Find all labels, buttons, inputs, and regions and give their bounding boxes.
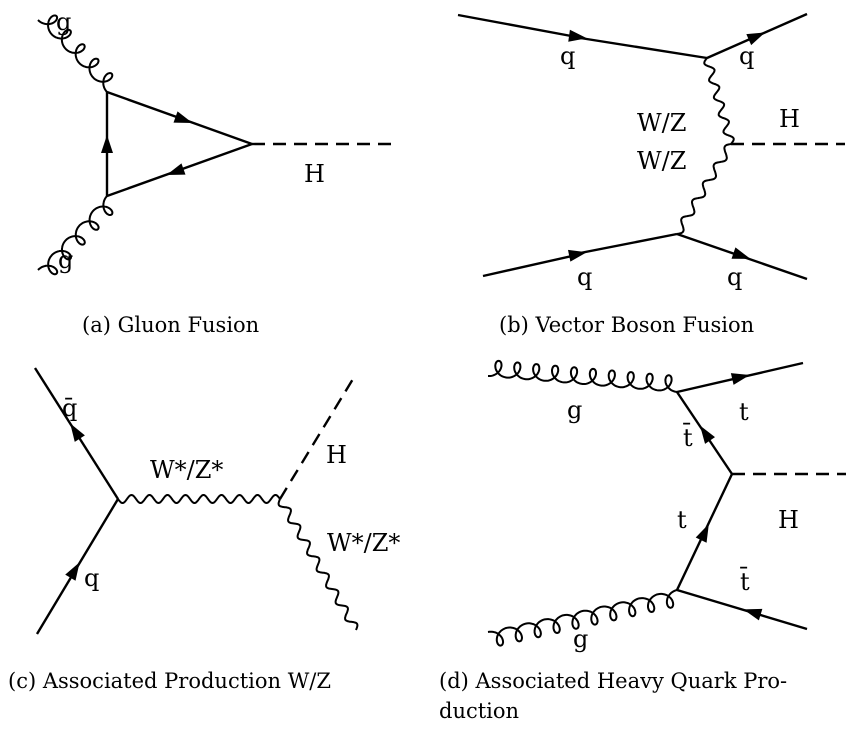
label-gluon-top: g — [56, 8, 71, 36]
quark-in-bottom-a — [482, 252, 582, 278]
caption-a: (a) Gluon Fusion — [82, 313, 259, 337]
arrow-icon — [731, 247, 751, 259]
arrow-icon — [166, 163, 186, 176]
caption-d-line1: (d) Associated Heavy Quark Pro- — [439, 669, 787, 693]
label-gluon-bottom: g — [573, 625, 588, 653]
caption-c: (c) Associated Production W/Z — [8, 669, 331, 693]
arrow-icon — [568, 29, 587, 42]
quark-in-top-a — [457, 13, 583, 40]
label-quark-in-top: q — [560, 42, 575, 70]
label-boson-outgoing: W*/Z* — [327, 529, 400, 557]
panel-vector-boson-fusion: q q W/Z W/Z H q q (b) Vector Boson Fusio… — [457, 12, 845, 337]
label-boson-2: W/Z — [637, 147, 686, 175]
arrow-icon — [695, 523, 709, 543]
label-higgs: H — [326, 441, 347, 469]
gluon-line-bottom — [37, 195, 114, 276]
gluon-line-top — [488, 359, 678, 393]
higgs-line — [278, 373, 358, 500]
panel-gluon-fusion: g g H (a) Gluon Fusion — [37, 8, 398, 337]
arrow-icon — [743, 608, 763, 621]
label-quark-out-top: q — [739, 42, 754, 70]
arrow-icon — [173, 111, 193, 124]
arrow-icon — [746, 32, 766, 46]
label-antiquark: q̄ — [62, 394, 77, 422]
label-top-propagator: t — [677, 506, 687, 534]
arrow-icon — [101, 135, 113, 153]
label-quark-in-bottom: q — [577, 263, 592, 291]
label-higgs: H — [779, 105, 800, 133]
caption-d-line2: duction — [439, 699, 519, 723]
gluon-line-bottom — [487, 589, 678, 647]
caption-b: (b) Vector Boson Fusion — [499, 313, 754, 337]
label-boson-propagator: W*/Z* — [150, 456, 223, 484]
antitop-out — [676, 588, 808, 631]
panel-associated-heavy-quark: g g t̄ t t H t̄ (d) Associated Heavy Qua… — [439, 359, 846, 723]
arrow-icon — [70, 423, 85, 442]
arrow-icon — [65, 562, 80, 581]
label-antitop-out: t̄ — [740, 567, 750, 596]
label-gluon-top: g — [567, 396, 582, 424]
arrow-icon — [567, 249, 587, 262]
arrow-icon — [730, 373, 750, 385]
boson-propagator-upper — [703, 57, 735, 145]
label-higgs: H — [304, 160, 325, 188]
quark-in-top-b — [573, 35, 708, 60]
label-gluon-bottom: g — [58, 246, 73, 274]
label-quark-out-bottom: q — [727, 263, 742, 291]
label-top-out: t — [739, 398, 749, 426]
arrow-icon — [699, 425, 715, 444]
gluon-line-top — [37, 14, 114, 93]
label-higgs: H — [778, 506, 799, 534]
panel-associated-production-wz: q̄ q W*/Z* H W*/Z* (c) Associated Produc… — [8, 367, 400, 693]
label-boson-1: W/Z — [637, 109, 686, 137]
label-antitop-propagator: t̄ — [683, 423, 693, 452]
label-quark: q — [84, 564, 99, 592]
boson-outgoing — [277, 498, 359, 631]
boson-propagator-lower — [676, 143, 732, 235]
boson-propagator — [117, 493, 281, 505]
quark-in-bottom-b — [574, 232, 678, 256]
